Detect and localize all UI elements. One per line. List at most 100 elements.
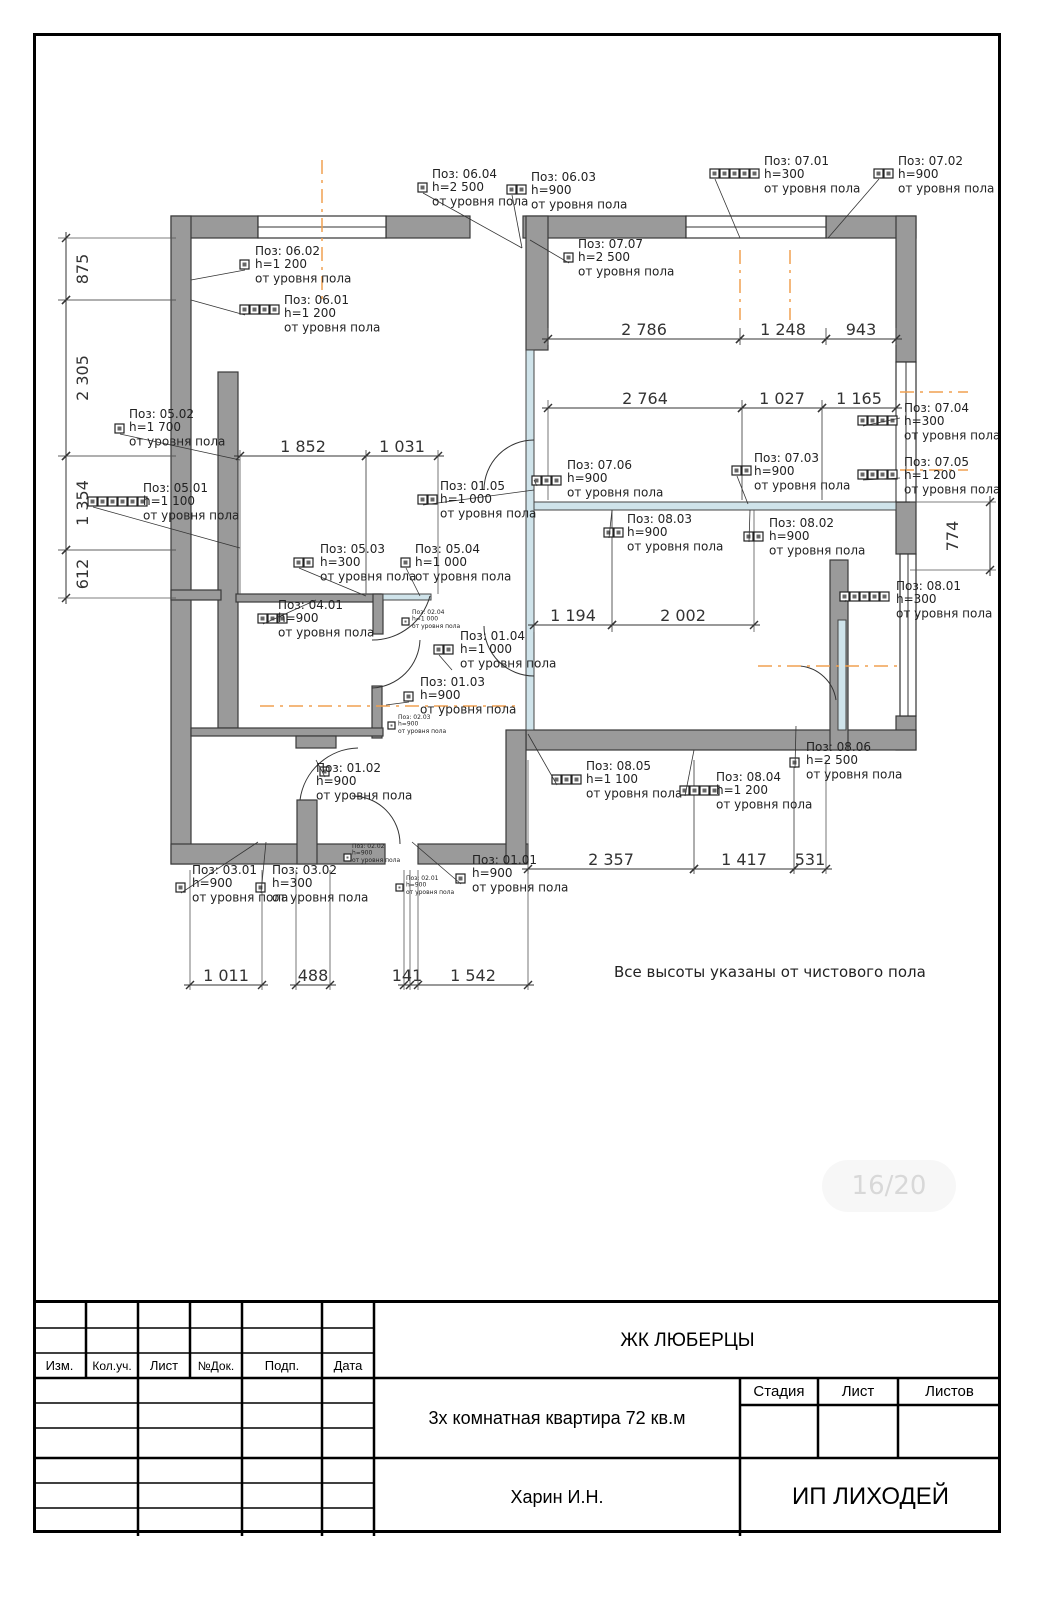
floor-reference: от уровня пола bbox=[904, 429, 1000, 443]
socket-icon-core bbox=[842, 594, 847, 599]
socket-icon-core bbox=[890, 418, 895, 423]
leader-line bbox=[608, 509, 613, 539]
axis-lines bbox=[260, 160, 968, 707]
position-code: Поз: 07.07 bbox=[578, 237, 643, 251]
leader-line bbox=[180, 841, 259, 894]
dimension-label: 1 165 bbox=[836, 389, 882, 408]
mount-height: h=1 700 bbox=[129, 420, 181, 434]
dimension-tick bbox=[817, 403, 827, 413]
dimension-tick bbox=[821, 334, 831, 344]
socket-icon-core bbox=[280, 616, 285, 621]
mount-height: h=1 100 bbox=[586, 772, 638, 786]
position-code: Поз: 08.01 bbox=[896, 579, 961, 593]
socket-icon-core bbox=[446, 647, 451, 652]
socket-icon-core bbox=[554, 777, 559, 782]
dimension-tick bbox=[737, 403, 747, 413]
socket-icon-core bbox=[744, 468, 749, 473]
leader-line bbox=[714, 178, 741, 239]
socket-icon-core bbox=[886, 171, 891, 176]
socket-icon-core bbox=[534, 478, 539, 483]
position-code: Поз: 02.03 bbox=[398, 714, 431, 721]
socket-icon-core bbox=[322, 769, 327, 774]
floor-reference: от уровня пола bbox=[567, 486, 663, 500]
mount-height: h=1 200 bbox=[904, 468, 956, 482]
floor-reference: от уровня пола bbox=[284, 321, 380, 335]
wall-segment bbox=[295, 735, 337, 749]
mount-height: h=900 bbox=[278, 611, 319, 625]
leader-line bbox=[527, 733, 558, 786]
dimension-label: 2 357 bbox=[588, 850, 634, 869]
floor-reference: от уровня пола bbox=[398, 728, 447, 735]
dimension-tick bbox=[185, 980, 195, 990]
dimension-label: 1 417 bbox=[721, 850, 767, 869]
floor-reference: от уровня пола bbox=[192, 891, 288, 905]
socket-icon-core bbox=[870, 472, 875, 477]
dimension-tick bbox=[399, 980, 409, 990]
door-swing bbox=[371, 595, 431, 641]
socket-icon-core bbox=[860, 472, 865, 477]
mount-height: h=1 100 bbox=[143, 494, 195, 508]
heights-note: Все высоты указаны от чистового пола bbox=[614, 963, 926, 981]
floor-reference: от уровня пола bbox=[320, 570, 416, 584]
mount-height: h=900 bbox=[192, 876, 233, 890]
socket-icon-core bbox=[242, 307, 247, 312]
door-swing bbox=[483, 439, 535, 491]
socket-icon-core bbox=[90, 499, 95, 504]
floor-reference: от уровня пола bbox=[432, 195, 528, 209]
position-code: Поз: 03.02 bbox=[272, 863, 337, 877]
project-description: 3х комнатная квартира 72 кв.м bbox=[428, 1407, 686, 1428]
floor-reference: от уровня пола bbox=[898, 182, 994, 196]
mount-height: h=900 bbox=[398, 721, 418, 728]
mount-height: h=900 bbox=[406, 882, 426, 889]
floor-reference: от уровня пола bbox=[460, 657, 556, 671]
socket-icon-core bbox=[852, 594, 857, 599]
dimension-tick bbox=[689, 864, 699, 874]
floor-reference: от уровня пола bbox=[412, 623, 461, 630]
socket-icon-core bbox=[882, 594, 887, 599]
socket-icon-core bbox=[880, 418, 885, 423]
floor-reference: от уровня пола bbox=[754, 479, 850, 493]
dimension-label: 612 bbox=[73, 559, 92, 590]
socket-icon-core bbox=[880, 472, 885, 477]
floor-reference: от уровня пола bbox=[406, 889, 455, 896]
position-code: Поз: 05.04 bbox=[415, 542, 480, 556]
socket-icon-core bbox=[436, 647, 441, 652]
socket-icon-core bbox=[544, 478, 549, 483]
position-code: Поз: 03.01 bbox=[192, 863, 257, 877]
stage-label: Стадия bbox=[753, 1383, 805, 1400]
dimension-tick bbox=[985, 565, 995, 575]
leader-line bbox=[862, 417, 901, 427]
position-code: Поз: 05.03 bbox=[320, 542, 385, 556]
position-code: Поз: 07.05 bbox=[904, 455, 969, 469]
door-swing bbox=[483, 625, 535, 677]
leader-line bbox=[92, 506, 241, 549]
socket-icon-core bbox=[420, 497, 425, 502]
leader-line bbox=[411, 841, 462, 885]
socket-icon-core bbox=[242, 262, 247, 267]
wall-segment bbox=[371, 685, 383, 739]
dimension-tick bbox=[61, 593, 71, 603]
dimension-tick bbox=[61, 451, 71, 461]
mount-height: h=300 bbox=[764, 167, 805, 181]
mount-height: h=1 000 bbox=[412, 616, 438, 623]
leader-line bbox=[438, 654, 453, 671]
socket-icon-core bbox=[430, 497, 435, 502]
dimension-label: 1 248 bbox=[760, 320, 806, 339]
dimension-tick bbox=[361, 451, 371, 461]
dimension-label: 1 027 bbox=[759, 389, 805, 408]
dimension-tick bbox=[821, 864, 831, 874]
floor-reference: от уровня пола bbox=[769, 544, 865, 558]
wall-segment bbox=[505, 729, 527, 865]
mount-height: h=300 bbox=[320, 555, 361, 569]
header-doc: №Док. bbox=[197, 1358, 235, 1373]
dimension-label: 141 bbox=[392, 966, 423, 985]
